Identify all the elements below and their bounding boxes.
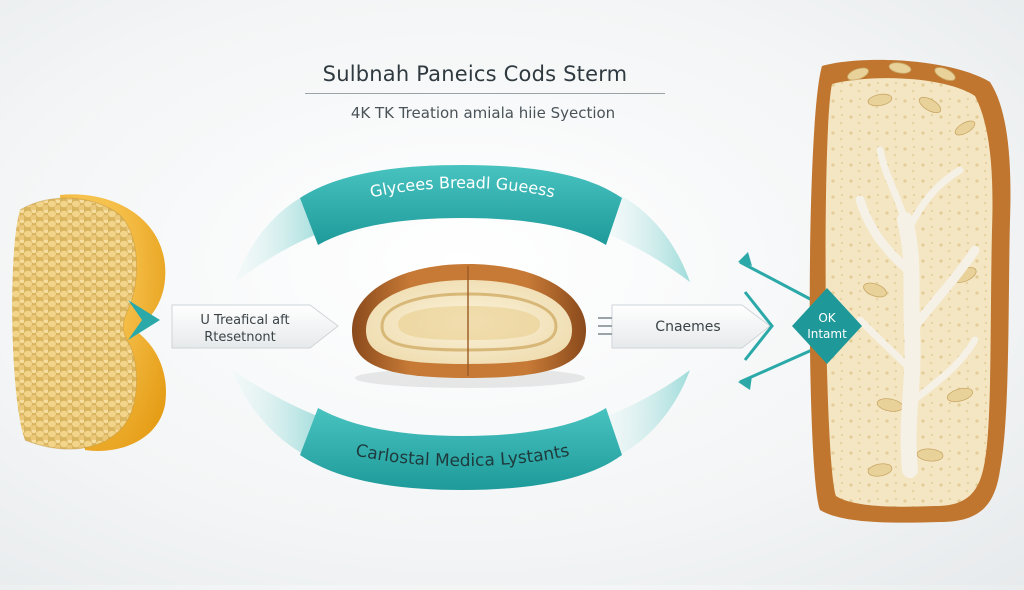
arrow-head-icon — [738, 252, 752, 266]
bread-slice-illustration — [809, 59, 1011, 523]
right-box-label: Cnaemes — [655, 319, 720, 335]
title-divider — [305, 93, 665, 94]
left-box-line2: Rtesetnont — [204, 330, 276, 345]
left-chevron-icon — [128, 300, 160, 340]
badge-line2: Intamt — [807, 327, 847, 341]
left-box-line1: U Treafical aft — [200, 313, 289, 328]
grain-bowl-illustration — [12, 194, 166, 451]
arrow-head-icon — [738, 376, 752, 390]
top-arc: Glycees Breadl Gueess — [235, 165, 690, 282]
bottom-arc: Carlostal Medica Lystants — [232, 370, 690, 490]
left-arrow-box: U Treafical aft Rtesetnont — [171, 304, 339, 349]
right-arrow-box: Cnaemes — [598, 304, 771, 349]
diagram-title: Sulbnah Paneics Cods Sterm — [322, 62, 628, 86]
connector-arrows — [738, 252, 813, 390]
bread-loaf-illustration — [352, 264, 586, 388]
diagram-subtitle: 4K TK Treation amiala hiie Syection — [350, 104, 616, 122]
ok-badge: OK Intamt — [792, 288, 862, 364]
badge-line1: OK — [818, 311, 836, 325]
